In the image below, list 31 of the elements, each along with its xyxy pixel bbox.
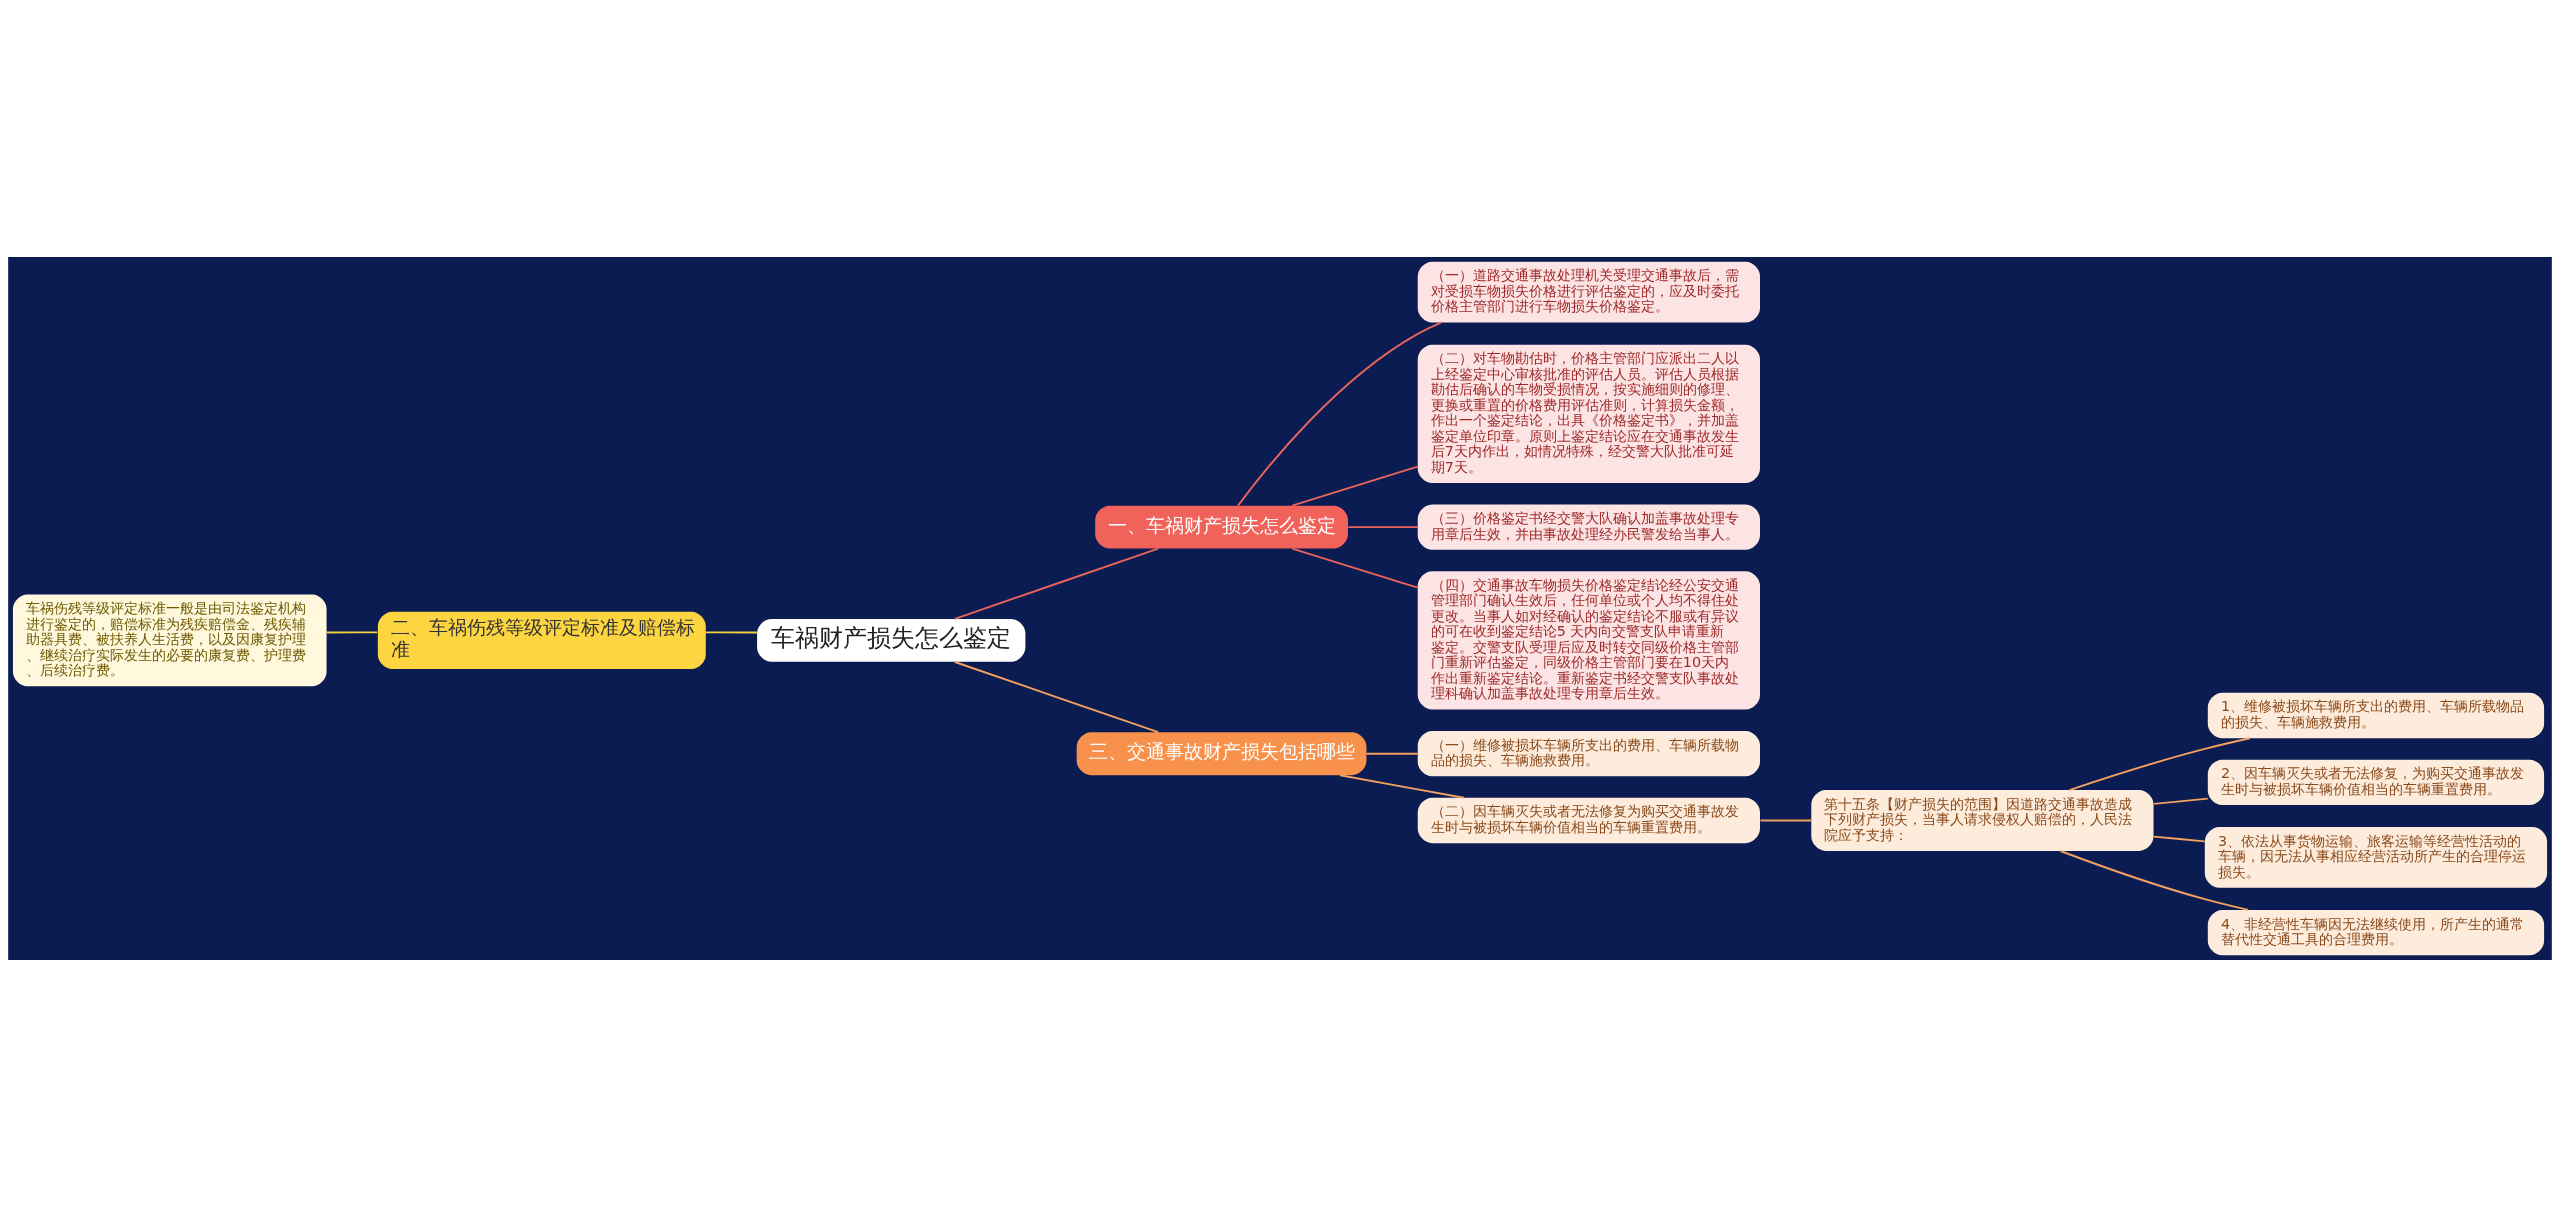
node-box: 4、非经营性车辆因无法继续使用，所产生的通常替代性交通工具的合理费用。 — [2207, 909, 2545, 955]
connector — [1759, 819, 1813, 821]
node-box: 1、维修被损坏车辆所支出的费用、车辆所载物品的损失、车辆施救费用。 — [2207, 692, 2545, 738]
node-box: （一）维修被损坏车辆所支出的费用、车辆所载物品的损失、车辆施救费用。 — [1417, 730, 1760, 776]
connector — [1291, 547, 1419, 589]
connector — [953, 547, 1160, 620]
connector — [953, 660, 1160, 733]
node-box: （二）因车辆灭失或者无法修复为购买交通事故发生时与被损坏车辆价值相当的车辆重置费用。 — [1417, 797, 1760, 843]
node-box: 二、车祸伤残等级评定标准及赔偿标准 — [377, 611, 706, 669]
connector — [2153, 835, 2206, 842]
node-box: 三、交通事故财产损失包括哪些 — [1076, 731, 1367, 775]
node-box: 一、车祸财产损失怎么鉴定 — [1095, 505, 1348, 549]
connector — [1347, 525, 1419, 528]
connector — [1291, 465, 1419, 506]
connector — [1365, 752, 1419, 755]
connector — [2059, 849, 2249, 911]
connector — [2068, 736, 2251, 791]
connector — [325, 630, 379, 633]
connector — [1237, 321, 1442, 507]
node-box: 第十五条【财产损失的范围】因道路交通事故造成下列财产损失，当事人请求侵权人赔偿的，人民法院应予支持： — [1811, 789, 2154, 851]
node-box: （四）交通事故车物损失价格鉴定结论经公安交通管理部门确认生效后，任何单位或个人均不得住处更改。当事人如对经确认的鉴定结论不服或有异议的可在收到鉴定结论5 天内向交警支队申请重新鉴定。交警支队受理后应及时转交同级价格主管部门重新评估鉴定，同级价格主管部门要在10天内作出重新鉴定结论。重新鉴定书经交警支队事故处理科确认加盖事故处理专用章后生效。 — [1417, 570, 1760, 710]
node-box: （二）对车物勘估时，价格主管部门应派出二人以上经鉴定中心审核批准的评估人员。评估人员根据勘估后确认的车物受损情况，按实施细则的修理、更换或重置的价格费用评估准则，计算损失金额，作出一个鉴定结论，出具《价格鉴定书》，并加盖鉴定单位印章。原则上鉴定结论应在交通事故发生后7天内作出，如情况特殊，经交警大队批准可延期7天。 — [1417, 344, 1760, 483]
connector — [2153, 797, 2209, 805]
node-box: 2、因车辆灭失或者无法修复，为购买交通事故发生时与被损坏车辆价值相当的车辆重置费用。 — [2207, 759, 2545, 805]
node-box: 车祸财产损失怎么鉴定 — [757, 618, 1026, 662]
node-box: （一）道路交通事故处理机关受理交通事故后，需对受损车物损失价格进行评估鉴定的，应及时委托价格主管部门进行车物损失价格鉴定。 — [1417, 261, 1760, 323]
connector — [1339, 773, 1465, 799]
node-box: （三）价格鉴定书经交警大队确认加盖事故处理专用章后生效，并由事故处理经办民警发给当事人。 — [1417, 503, 1760, 550]
node-box: 车祸伤残等级评定标准一般是由司法鉴定机构进行鉴定的，赔偿标准为残疾赔偿金、残疾辅助器具费、被扶养人生活费，以及因康复护理、继续治疗实际发生的必要的康复费、护理费、后续治疗费。 — [12, 594, 327, 686]
connector — [704, 630, 758, 633]
node-box: 3、依法从事货物运输、旅客运输等经营性活动的车辆，因无法从事相应经营活动所产生的合理停运损失。 — [2204, 826, 2548, 888]
